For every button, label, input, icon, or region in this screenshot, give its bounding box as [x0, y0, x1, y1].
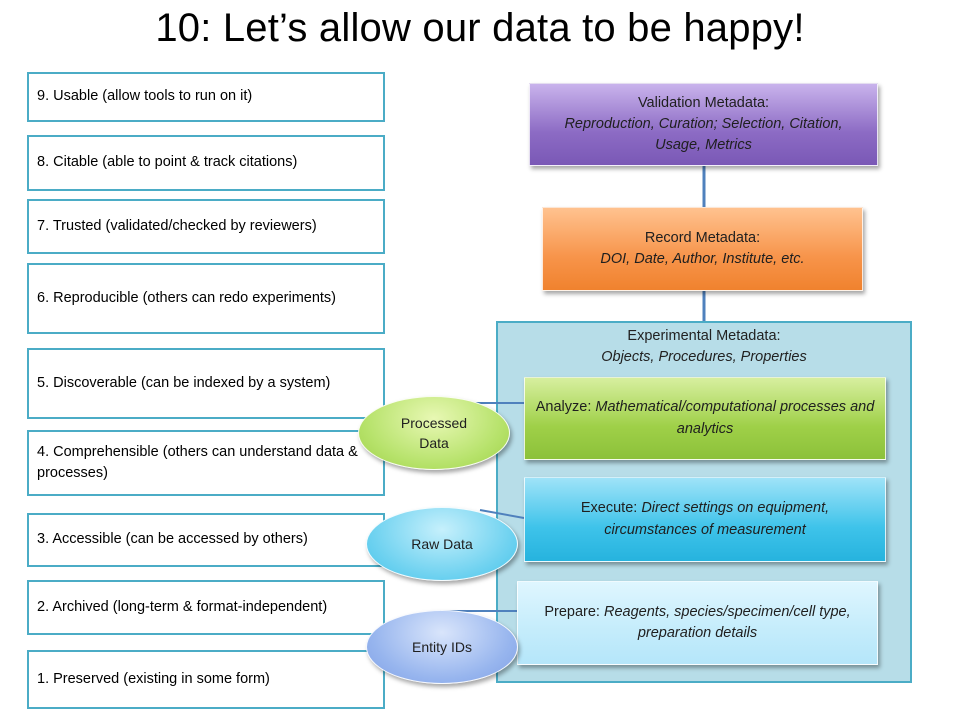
level-3-accessible: 3. Accessible (can be accessed by others…: [27, 513, 385, 567]
entity-ids-label: Entity IDs: [412, 638, 472, 655]
analyze-step-text: Analyze: Mathematical/computational proc…: [535, 397, 875, 439]
validation-metadata-detail: Reproduction, Curation; Selection, Citat…: [564, 115, 843, 153]
level-6-reproducible: 6. Reproducible (others can redo experim…: [27, 263, 385, 334]
level-8-citable: 8. Citable (able to point & track citati…: [27, 135, 385, 191]
prepare-step-text: Prepare: Reagents, species/specimen/cell…: [528, 602, 867, 644]
execute-step-text: Execute: Direct settings on equipment, c…: [535, 498, 875, 540]
validation-metadata-title: Validation Metadata:: [637, 94, 770, 111]
level-2-archived: 2. Archived (long-term & format-independ…: [27, 580, 385, 635]
record-metadata-box: Record Metadata: DOI, Date, Author, Inst…: [542, 207, 863, 291]
level-5-discoverable: 5. Discoverable (can be indexed by a sys…: [27, 348, 385, 419]
prepare-step-name: Prepare:: [544, 603, 600, 620]
raw-data-oval: Raw Data: [366, 507, 518, 581]
execute-step-box: Execute: Direct settings on equipment, c…: [524, 477, 886, 562]
level-9-usable: 9. Usable (allow tools to run on it): [27, 72, 385, 122]
record-metadata-detail: DOI, Date, Author, Institute, etc.: [600, 251, 805, 267]
experimental-metadata-title: Experimental Metadata:: [627, 328, 781, 344]
execute-step-name: Execute:: [580, 500, 638, 517]
experimental-metadata-detail: Objects, Procedures, Properties: [601, 349, 807, 366]
raw-data-label: Raw Data: [411, 535, 473, 552]
slide-title: 10: Let’s allow our data to be happy!: [155, 6, 805, 50]
entity-ids-oval: Entity IDs: [366, 610, 518, 684]
level-1-preserved: 1. Preserved (existing in some form): [27, 650, 385, 709]
level-7-trusted: 7. Trusted (validated/checked by reviewe…: [27, 199, 385, 254]
execute-step-detail: Direct settings on equipment, circumstan…: [604, 500, 830, 538]
validation-metadata-box: Validation Metadata: Reproduction, Curat…: [529, 83, 878, 166]
analyze-step-name: Analyze:: [535, 399, 592, 416]
analyze-step-box: Analyze: Mathematical/computational proc…: [524, 377, 886, 460]
record-metadata-title: Record Metadata:: [644, 229, 761, 246]
prepare-step-detail: Reagents, species/specimen/cell type, pr…: [604, 603, 851, 641]
analyze-step-detail: Mathematical/computational processes and…: [595, 399, 875, 437]
processed-data-oval: Processed Data: [358, 396, 510, 470]
prepare-step-box: Prepare: Reagents, species/specimen/cell…: [517, 581, 878, 665]
processed-data-label: Processed Data: [400, 414, 468, 451]
level-4-comprehensible: 4. Comprehensible (others can understand…: [27, 430, 385, 496]
experimental-metadata-header: Experimental Metadata: Objects, Procedur…: [496, 326, 912, 368]
raw-execute-connector: [479, 509, 525, 519]
